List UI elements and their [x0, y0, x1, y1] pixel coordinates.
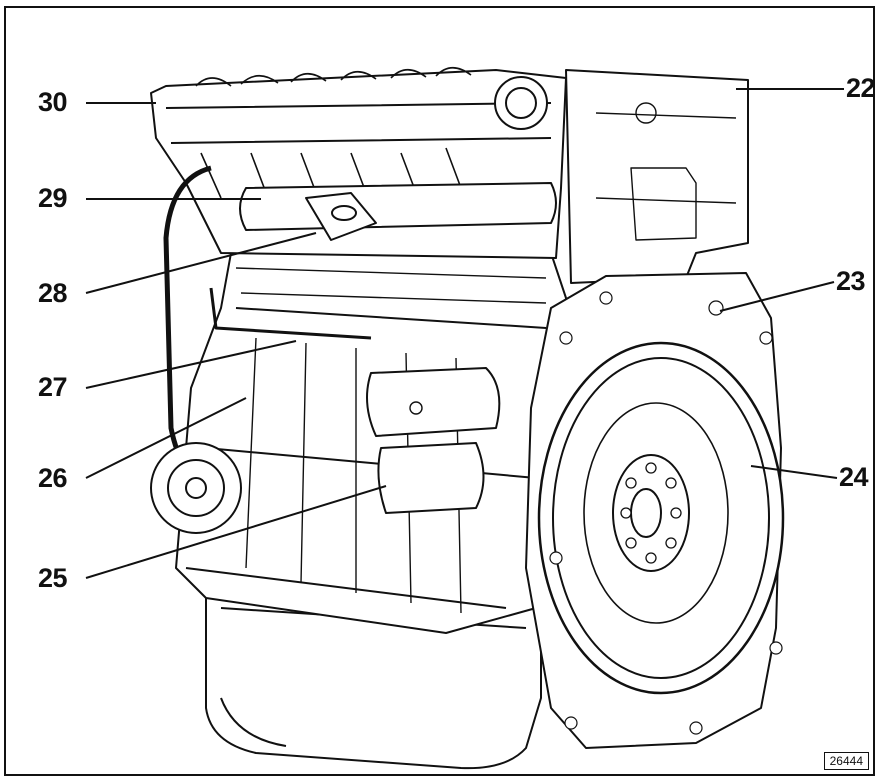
leader-26 [85, 397, 247, 479]
callout-25: 25 [38, 563, 68, 593]
leader-25 [85, 485, 387, 579]
callout-23: 23 [836, 268, 866, 295]
callout-22: 22 [846, 75, 873, 102]
callout-27: 27 [38, 372, 68, 402]
figure-frame: 30 29 28 27 26 25 22 23 24 26444 [4, 6, 875, 776]
engine-illustration [85, 66, 844, 770]
callout-24: 24 [839, 464, 869, 491]
leader-28 [85, 232, 317, 294]
callout-29: 29 [38, 183, 68, 213]
leader-23 [719, 281, 835, 312]
exhaust-manifold [239, 182, 557, 231]
leader-lines [85, 88, 844, 579]
figure-number: 26444 [823, 752, 869, 770]
callout-30: 30 [38, 87, 68, 117]
starter-motor [366, 367, 501, 437]
callout-28: 28 [38, 278, 68, 308]
crank-pulley [150, 442, 242, 534]
callout-26: 26 [38, 463, 68, 493]
leader-24 [750, 465, 838, 479]
engine-block [175, 252, 567, 634]
leader-27 [85, 340, 297, 389]
timing-plate [565, 69, 749, 284]
oil-sump [205, 587, 542, 770]
